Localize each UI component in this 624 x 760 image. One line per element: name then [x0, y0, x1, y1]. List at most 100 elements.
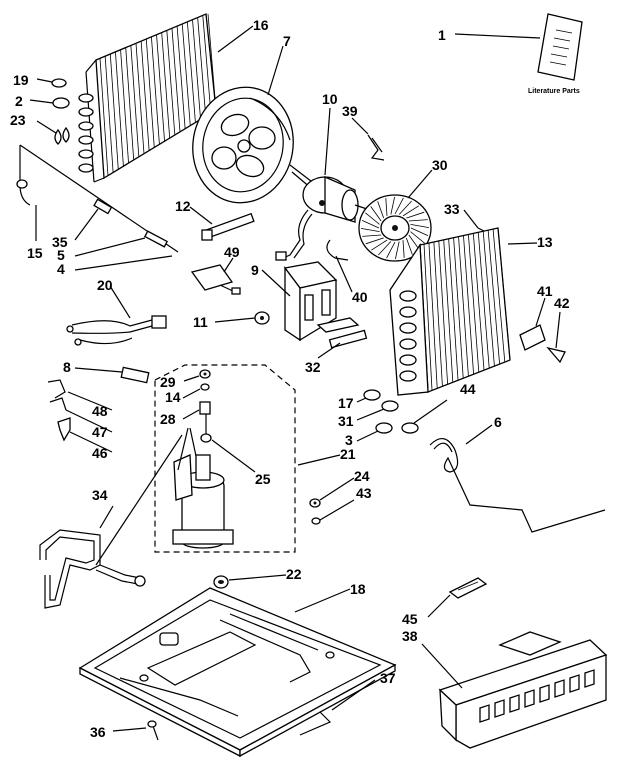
callout-14: 14 [165, 389, 181, 405]
compressor-group-21 [154, 364, 296, 553]
connector-49 [190, 264, 241, 295]
washer-43 [311, 517, 321, 525]
callout-15: 15 [27, 245, 43, 261]
grommet-31 [381, 400, 399, 412]
callout-21: 21 [340, 446, 356, 462]
callout-18: 18 [350, 581, 366, 597]
leader-4 [74, 255, 173, 271]
leader-30 [407, 169, 433, 199]
callout-48: 48 [92, 403, 108, 419]
callout-45: 45 [402, 611, 418, 627]
motor-10 [302, 176, 371, 223]
leader-20 [109, 285, 131, 319]
coil-upper-tubes [78, 93, 94, 173]
callout-42: 42 [554, 295, 570, 311]
callout-5: 5 [57, 247, 65, 263]
coil-upper [78, 13, 217, 183]
clip-48 [47, 379, 66, 399]
callout-41: 41 [537, 283, 553, 299]
tubing-34 [39, 434, 183, 609]
bracket-41-42 [519, 324, 566, 364]
callout-3: 3 [345, 432, 353, 448]
strap-12 [201, 212, 255, 241]
tab-45 [448, 577, 488, 599]
nut-29 [199, 369, 211, 379]
leader-1 [454, 33, 541, 39]
callout-32: 32 [305, 359, 321, 375]
foot-22 [213, 575, 229, 589]
callout-7: 7 [283, 33, 291, 49]
callout-30: 30 [432, 157, 448, 173]
clip-19 [51, 78, 67, 88]
sensor-5 [144, 230, 168, 248]
callout-2: 2 [15, 93, 23, 109]
leader-10 [324, 107, 331, 176]
leader-21 [297, 454, 341, 466]
base-pan-18 [78, 587, 397, 758]
callout-35: 35 [52, 234, 68, 250]
callout-34: 34 [92, 487, 108, 503]
callout-9: 9 [251, 262, 259, 278]
callout-40: 40 [352, 289, 368, 305]
callout-29: 29 [160, 374, 176, 390]
pin-32 [328, 329, 368, 349]
blower-wheel-30 [358, 194, 432, 262]
leader-7 [267, 45, 284, 96]
callout-47: 47 [92, 424, 108, 440]
harness-20 [66, 315, 167, 346]
grommet-3 [375, 422, 393, 434]
leader-38 [421, 643, 463, 689]
clip-23 [54, 126, 70, 145]
callout-33: 33 [444, 201, 460, 217]
callout-16: 16 [253, 17, 269, 33]
callout-13: 13 [537, 234, 553, 250]
callout-10: 10 [322, 91, 338, 107]
clip-47 [49, 397, 67, 411]
callout-17: 17 [338, 395, 354, 411]
callout-28: 28 [160, 411, 176, 427]
fan-blades [211, 113, 276, 178]
callout-12: 12 [175, 198, 191, 214]
leader-18 [294, 588, 351, 613]
callout-25: 25 [255, 471, 271, 487]
callout-labels: 1 2 3 4 5 6 7 8 9 10 11 12 13 14 15 16 1… [10, 17, 570, 740]
clip-37 [299, 711, 332, 736]
clip-40 [326, 239, 349, 261]
callout-46: 46 [92, 445, 108, 461]
leader-6 [465, 424, 493, 445]
callout-6: 6 [494, 414, 502, 430]
callout-38: 38 [402, 628, 418, 644]
fan-shroud-7 [192, 86, 294, 204]
callout-1: 1 [438, 27, 446, 43]
leader-34 [99, 505, 114, 529]
washer-25 [200, 414, 212, 443]
callout-11: 11 [193, 314, 208, 330]
callout-39: 39 [342, 103, 358, 119]
front-panel-38 [438, 631, 608, 749]
callout-36: 36 [90, 724, 106, 740]
callout-20: 20 [97, 277, 113, 293]
callout-31: 31 [338, 413, 354, 429]
callout-37: 37 [380, 670, 396, 686]
callout-4: 4 [57, 261, 65, 277]
clamp-35 [93, 198, 113, 215]
bracket-39 [367, 134, 385, 161]
leader-16 [217, 25, 254, 53]
nut-11 [254, 311, 270, 325]
callout-23: 23 [10, 112, 26, 128]
callout-8: 8 [63, 359, 71, 375]
literature-parts-booklet: Literature Parts [528, 13, 583, 95]
coil-right-13 [389, 227, 511, 396]
callout-43: 43 [356, 485, 372, 501]
relay-8 [120, 366, 150, 384]
callout-22: 22 [286, 566, 302, 582]
terminal-46 [57, 417, 71, 442]
screw-36 [147, 720, 159, 741]
callout-24: 24 [354, 468, 370, 484]
compressor [172, 427, 234, 549]
washer-14 [200, 383, 210, 391]
coil-right-tubes [399, 290, 417, 382]
rod-6 [429, 438, 606, 533]
grommet-28 [199, 401, 211, 415]
